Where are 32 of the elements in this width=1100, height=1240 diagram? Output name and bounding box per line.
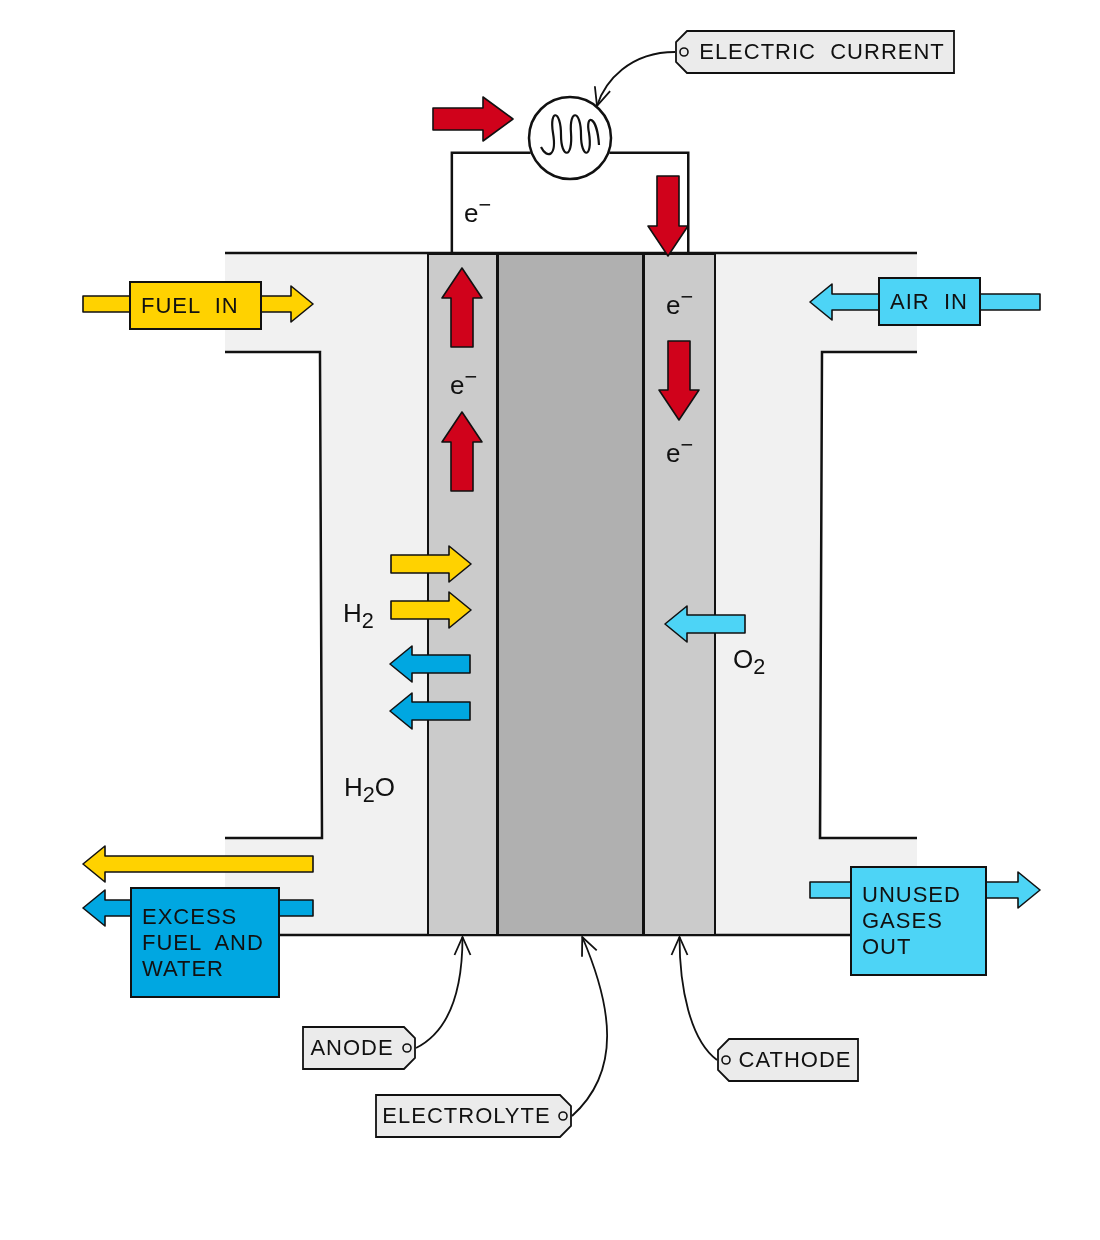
box-text: AIR IN <box>890 288 968 315</box>
formula-label: H$_{2}$ <box>343 598 374 635</box>
leader-line <box>670 936 718 1061</box>
leader-line <box>415 936 472 1049</box>
formula-label: O$_{2}$ <box>733 644 766 681</box>
label-tag <box>302 1026 416 1070</box>
formula-label: H$_{2}$O <box>344 772 396 809</box>
label-tag <box>717 1038 859 1082</box>
tag-text: ELECTRIC CURRENT <box>699 39 945 65</box>
inlet-box <box>129 281 262 330</box>
box-text: UNUSED GASES OUT <box>862 882 962 960</box>
outlet-box <box>850 866 987 976</box>
formula-label: e$^{−}$ <box>666 284 694 321</box>
box-text: EXCESS FUEL AND WATER <box>142 903 265 982</box>
label-tag <box>675 30 955 74</box>
leader-line <box>571 936 609 1117</box>
formula-label: e$^{−}$ <box>450 364 478 401</box>
circuit-wire <box>609 151 690 253</box>
lamp-symbol <box>527 95 613 181</box>
tag-text: ANODE <box>310 1035 394 1061</box>
cathode-plate <box>643 253 716 936</box>
formula-label: e$^{−}$ <box>666 432 694 469</box>
label-tag <box>375 1094 572 1138</box>
formula-label: e$^{−}$ <box>464 192 492 229</box>
box-text: FUEL IN <box>141 292 239 319</box>
electrolyte-layer <box>497 253 644 936</box>
tag-text: CATHODE <box>738 1047 852 1073</box>
inlet-box <box>878 277 981 326</box>
tag-text: ELECTROLYTE <box>382 1103 551 1129</box>
outlet-box <box>130 887 280 998</box>
circuit-wire <box>450 151 531 253</box>
leader-line <box>594 51 676 107</box>
